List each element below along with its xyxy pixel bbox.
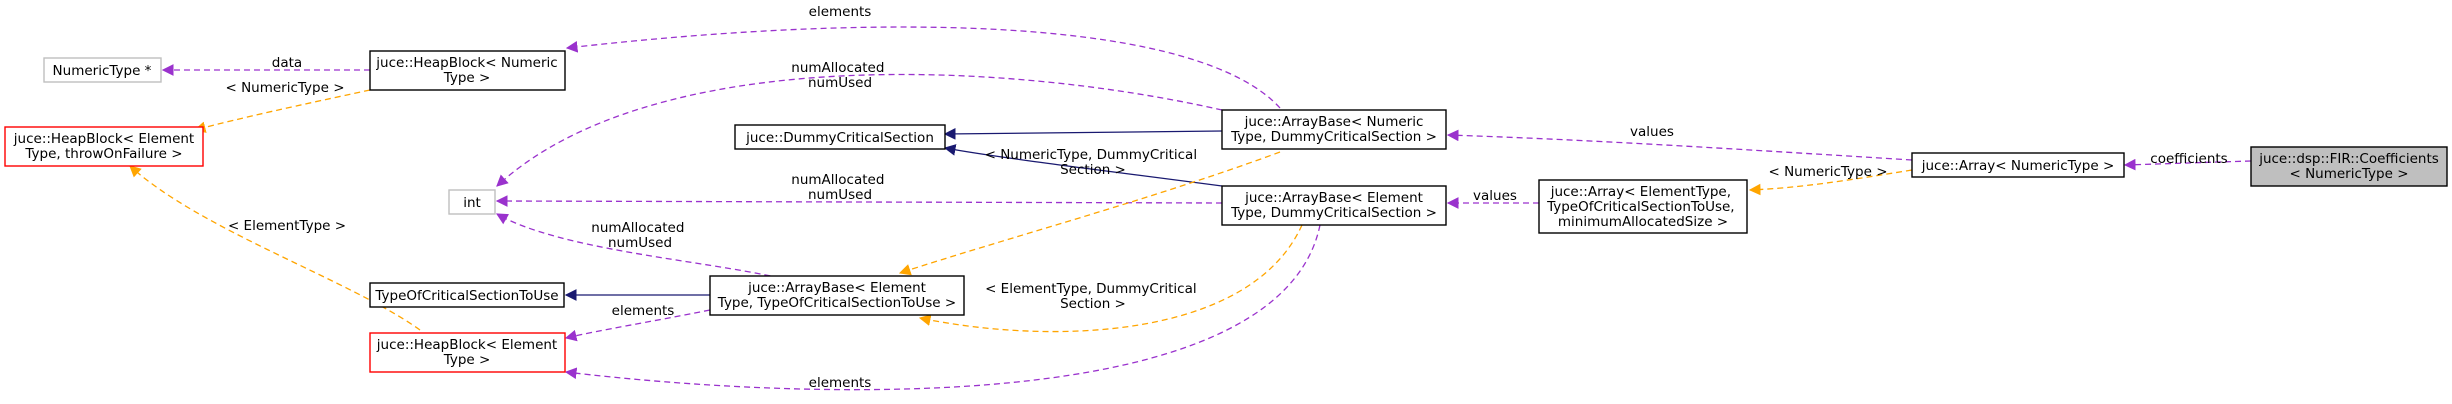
edge-inherit-dummy-top — [943, 128, 1223, 140]
node-numerictype-pointer[interactable]: NumericType * — [43, 57, 162, 83]
edge-values-top — [1446, 129, 1913, 161]
node-int[interactable]: int — [448, 189, 496, 215]
edge-elements-bottom — [564, 224, 1321, 391]
svg-text:NumericType *: NumericType * — [53, 63, 152, 79]
label-elements-mid: elements — [612, 303, 675, 319]
node-type-of-critical-section[interactable]: TypeOfCriticalSectionToUse — [369, 282, 565, 308]
svg-text:TypeOfCriticalSectionToUse: TypeOfCriticalSectionToUse — [374, 288, 558, 304]
edge-heap-numerictype — [193, 89, 371, 133]
edge-numerictype-template — [1748, 169, 1913, 196]
label-elementtype-dummy: < ElementType, DummyCritical Section > — [985, 281, 1201, 312]
svg-text:juce::ArrayBase< NumericType,: juce::ArrayBase< NumericType, DummyCriti… — [1230, 114, 1437, 145]
svg-text:juce::ArrayBase< ElementType,: juce::ArrayBase< ElementType, DummyCriti… — [1230, 190, 1437, 221]
label-coefficients: coefficients — [2150, 151, 2227, 167]
edge-elements-mid — [564, 309, 711, 342]
edge-coefficients — [2123, 158, 2252, 171]
svg-text:juce::HeapBlock< ElementType,: juce::HeapBlock< ElementType, throwOnFai… — [13, 131, 194, 162]
svg-text:juce::Array< NumericType >: juce::Array< NumericType > — [1921, 158, 2115, 174]
edge-numalloc-mid — [495, 195, 1223, 207]
edge-elements-top — [565, 26, 1281, 109]
label-values-top: values — [1630, 124, 1674, 140]
svg-text:int: int — [463, 195, 481, 211]
label-numalloc-top: numAllocated numUsed — [791, 60, 888, 91]
edge-elementtype-dummy — [918, 224, 1303, 333]
edge-numalloc-top — [496, 73, 1223, 187]
label-elements-top: elements — [809, 4, 872, 20]
node-dummy-critical-section[interactable]: juce::DummyCriticalSection — [734, 124, 946, 150]
label-numalloc-mid: numAllocated numUsed — [791, 172, 888, 203]
svg-text:juce::ArrayBase< ElementType,: juce::ArrayBase< ElementType, TypeOfCrit… — [717, 280, 956, 311]
edge-inherit-dummy-mid — [943, 144, 1223, 187]
svg-text:juce::HeapBlock< ElementType >: juce::HeapBlock< ElementType > — [376, 337, 557, 368]
svg-text:juce::Array< ElementType,: juce::Array< ElementType, TypeOfCritical… — [1546, 184, 1739, 230]
svg-text:juce::dsp::FIR::Coefficients<: juce::dsp::FIR::Coefficients< NumericTyp… — [2258, 151, 2439, 182]
edge-heap-elementtype — [129, 165, 421, 331]
edge-numerictype-dummy — [898, 151, 1281, 276]
label-heap-numerictype: < NumericType > — [225, 80, 344, 96]
edge-numalloc-low — [495, 213, 781, 279]
label-heap-elementtype: < ElementType > — [228, 218, 346, 234]
label-values-mid: values — [1473, 188, 1517, 204]
label-numalloc-low: numAllocated numUsed — [591, 220, 688, 251]
node-fir-coefficients[interactable]: juce::dsp::FIR::Coefficients< NumericTyp… — [2250, 146, 2448, 187]
node-array-numerictype[interactable]: juce::Array< NumericType > — [1911, 152, 2125, 178]
label-numerictype-dummy: < NumericType, DummyCritical Section > — [985, 147, 1202, 178]
label-data: data — [272, 55, 302, 71]
svg-text:juce::DummyCriticalSection: juce::DummyCriticalSection — [745, 130, 934, 146]
label-elements-bottom: elements — [809, 375, 872, 391]
svg-text:juce::HeapBlock< NumericType >: juce::HeapBlock< NumericType > — [375, 55, 557, 86]
node-array-elementtype[interactable]: juce::Array< ElementType, TypeOfCritical… — [1538, 179, 1748, 234]
label-numerictype-template: < NumericType > — [1768, 164, 1887, 180]
